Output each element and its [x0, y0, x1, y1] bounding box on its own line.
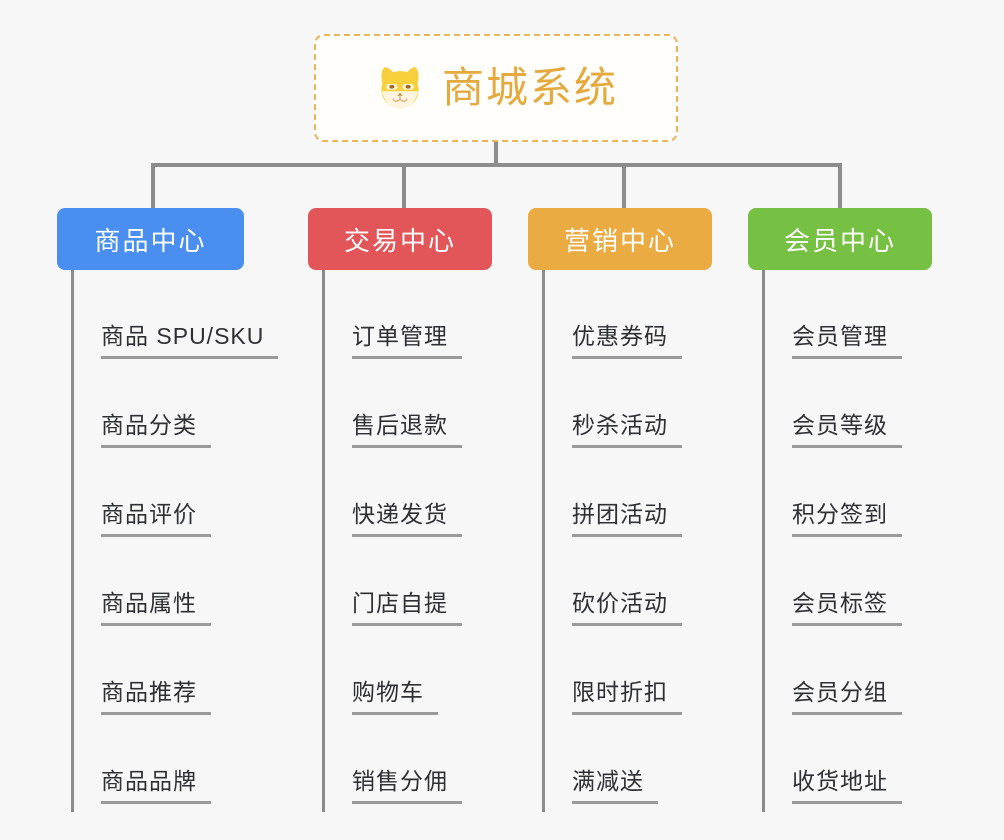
leaf-item-label: 购物车 [352, 678, 438, 715]
leaf-list: 会员管理会员等级积分签到会员标签会员分组收货地址 [748, 270, 932, 804]
leaf-item[interactable]: 售后退款 [308, 359, 492, 448]
leaf-item-label: 快递发货 [352, 500, 462, 537]
leaf-item-label: 售后退款 [352, 411, 462, 448]
branch-header-label: 营销中心 [563, 225, 676, 256]
branch-header[interactable]: 会员中心 [748, 208, 932, 270]
leaf-item-label: 订单管理 [352, 322, 462, 359]
leaf-item[interactable]: 商品 SPU/SKU [57, 270, 279, 359]
leaf-item[interactable]: 销售分佣 [308, 715, 492, 804]
leaf-item-label: 会员标签 [792, 589, 902, 626]
leaf-item[interactable]: 砍价活动 [528, 537, 712, 626]
leaf-item[interactable]: 商品品牌 [57, 715, 244, 804]
root-title: 商城系统 [441, 64, 618, 111]
leaf-item-label: 会员等级 [792, 411, 902, 448]
connector-drop-1 [151, 163, 155, 210]
leaf-item-label: 商品 SPU/SKU [101, 322, 279, 359]
leaf-item[interactable]: 会员等级 [748, 359, 932, 448]
leaf-list: 订单管理售后退款快递发货门店自提购物车销售分佣 [308, 270, 492, 804]
leaf-item-label: 满减送 [572, 767, 658, 804]
branch-trunk-line [762, 270, 765, 812]
leaf-item-label: 会员管理 [792, 322, 902, 359]
shiba-dog-face-icon [381, 66, 419, 109]
leaf-item-label: 商品推荐 [101, 678, 211, 715]
branch-trunk-line [71, 270, 74, 812]
leaf-item[interactable]: 优惠券码 [528, 270, 712, 359]
leaf-item-label: 优惠券码 [572, 322, 682, 359]
leaf-item-label: 限时折扣 [572, 678, 682, 715]
branch-trunk-line [322, 270, 325, 812]
leaf-list: 优惠券码秒杀活动拼团活动砍价活动限时折扣满减送 [528, 270, 712, 804]
branch-header[interactable]: 交易中心 [308, 208, 492, 270]
branch-header-label: 会员中心 [783, 225, 896, 256]
branch-column: 营销中心优惠券码秒杀活动拼团活动砍价活动限时折扣满减送 [528, 208, 712, 812]
leaf-item[interactable]: 会员标签 [748, 537, 932, 626]
leaf-item[interactable]: 积分签到 [748, 448, 932, 537]
branch-header-label: 交易中心 [343, 225, 456, 256]
root-node[interactable]: 商城系统 [314, 34, 678, 142]
leaf-item-label: 商品评价 [101, 500, 211, 537]
leaf-item-label: 积分签到 [792, 500, 902, 537]
leaf-item[interactable]: 门店自提 [308, 537, 492, 626]
leaf-item[interactable]: 会员分组 [748, 626, 932, 715]
leaf-item-label: 商品品牌 [101, 767, 211, 804]
branch-header[interactable]: 商品中心 [57, 208, 244, 270]
branch-header[interactable]: 营销中心 [528, 208, 712, 270]
connector-drop-3 [622, 163, 626, 210]
leaf-item-label: 商品属性 [101, 589, 211, 626]
connector-horizontal-bus [151, 163, 841, 167]
leaf-item[interactable]: 满减送 [528, 715, 712, 804]
leaf-list: 商品 SPU/SKU 商品分类商品评价商品属性商品推荐商品品牌 [57, 270, 279, 804]
branch-header-label: 商品中心 [94, 225, 207, 256]
connector-drop-2 [402, 163, 406, 210]
connector-root-stem [494, 142, 498, 165]
leaf-item-label: 秒杀活动 [572, 411, 682, 448]
leaf-item[interactable]: 商品推荐 [57, 626, 244, 715]
leaf-item[interactable]: 商品评价 [57, 448, 244, 537]
leaf-item[interactable]: 快递发货 [308, 448, 492, 537]
leaf-item[interactable]: 秒杀活动 [528, 359, 712, 448]
leaf-item[interactable]: 商品属性 [57, 537, 244, 626]
leaf-item[interactable]: 限时折扣 [528, 626, 712, 715]
leaf-item[interactable]: 订单管理 [308, 270, 492, 359]
leaf-item[interactable]: 商品分类 [57, 359, 244, 448]
leaf-item-label: 商品分类 [101, 411, 211, 448]
leaf-item-label: 砍价活动 [572, 589, 682, 626]
leaf-item-label: 拼团活动 [572, 500, 682, 537]
leaf-item-label: 门店自提 [352, 589, 462, 626]
leaf-item[interactable]: 收货地址 [748, 715, 932, 804]
leaf-item-label: 会员分组 [792, 678, 902, 715]
leaf-item[interactable]: 购物车 [308, 626, 492, 715]
leaf-item-label: 收货地址 [792, 767, 902, 804]
branch-column: 商品中心商品 SPU/SKU 商品分类商品评价商品属性商品推荐商品品牌 [57, 208, 279, 812]
branch-column: 会员中心会员管理会员等级积分签到会员标签会员分组收货地址 [748, 208, 932, 812]
branch-trunk-line [542, 270, 545, 812]
leaf-item[interactable]: 拼团活动 [528, 448, 712, 537]
leaf-item[interactable]: 会员管理 [748, 270, 932, 359]
connector-drop-4 [838, 163, 842, 210]
leaf-item-label: 销售分佣 [352, 767, 462, 804]
branch-column: 交易中心订单管理售后退款快递发货门店自提购物车销售分佣 [308, 208, 492, 812]
